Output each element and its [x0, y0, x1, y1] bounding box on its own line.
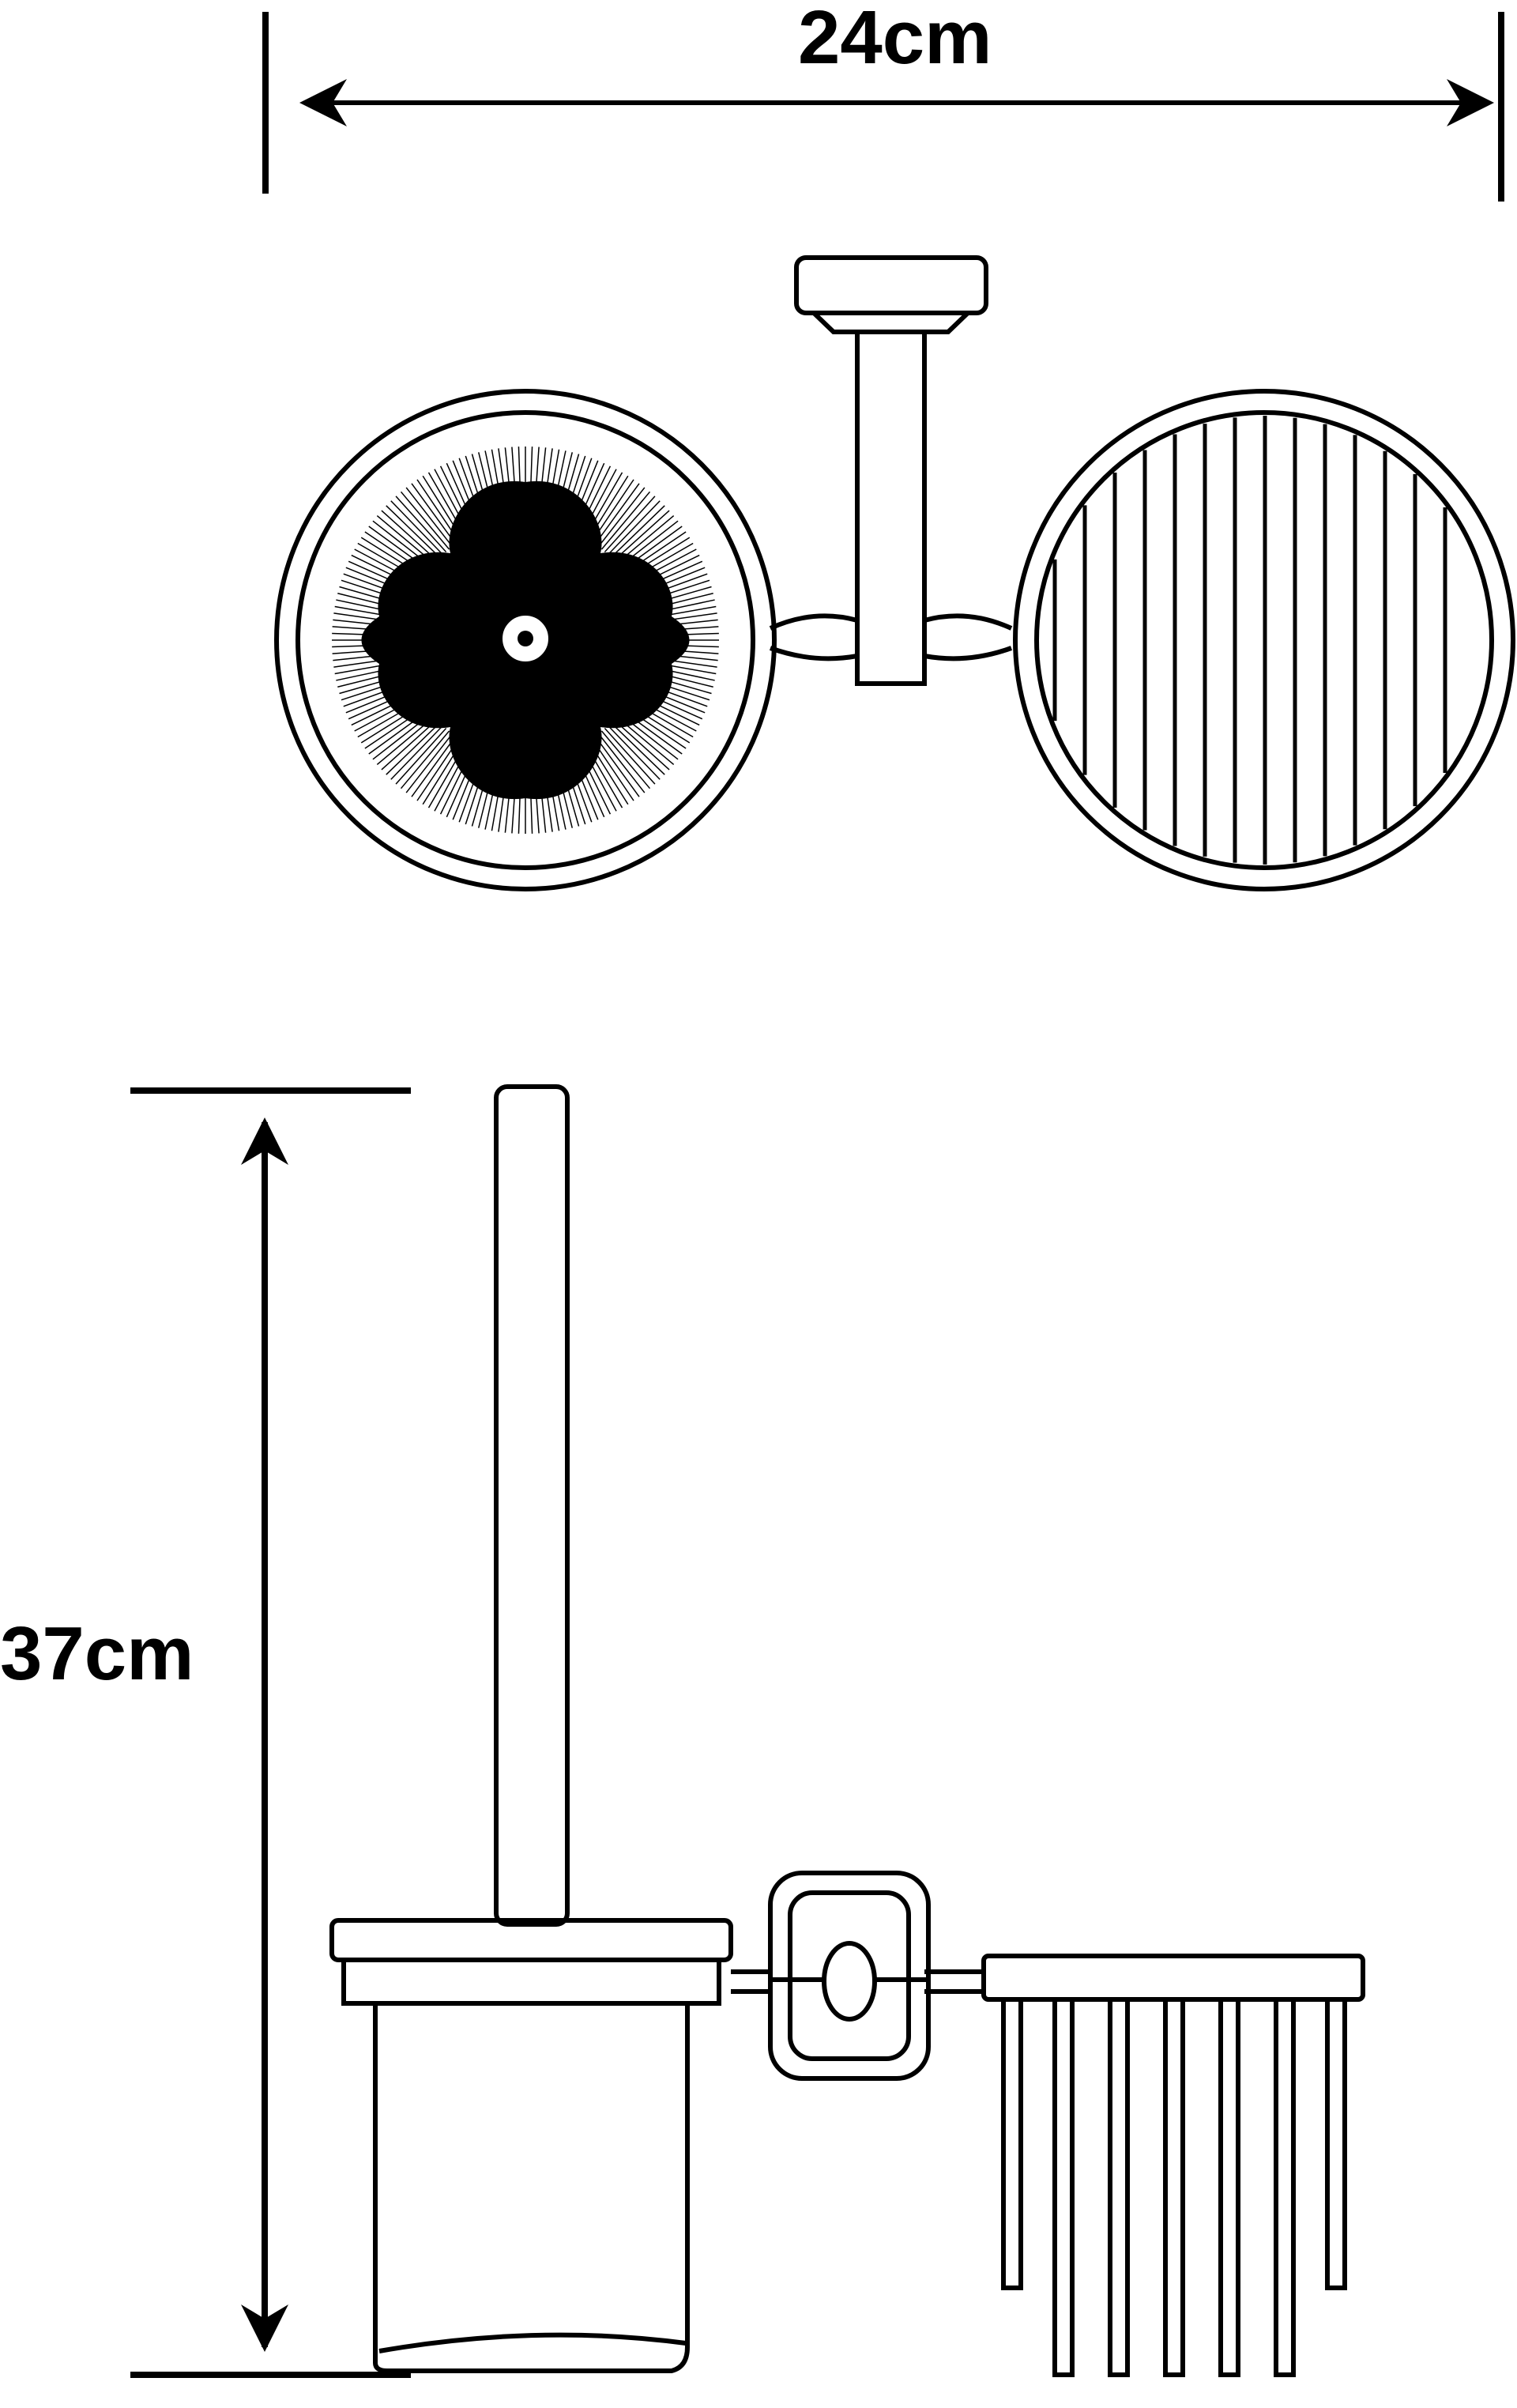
bristle-line — [610, 505, 665, 559]
right-arm — [924, 613, 1013, 661]
bristle-line — [405, 733, 454, 793]
bristle-line — [607, 500, 661, 556]
width-dimension-label: 24cm — [798, 0, 992, 80]
top-view — [274, 255, 1515, 891]
wall-plate-knob — [822, 1941, 877, 2022]
basket-wires-front-view — [1001, 1999, 1347, 2377]
bristle-line — [597, 733, 646, 793]
brush-center-dot — [518, 631, 533, 646]
bristle-line — [594, 483, 640, 545]
basket-hanging-wire — [1274, 1999, 1296, 2377]
wall-plate-front-outer — [768, 1871, 931, 2081]
basket-hanging-wire — [1108, 1999, 1130, 2377]
right-connector — [924, 1969, 984, 1994]
basket-outer-ring — [1013, 389, 1515, 891]
basket-hanging-wire — [1001, 1999, 1023, 2290]
bristle-line — [400, 491, 450, 550]
basket-hanging-wire — [1052, 1999, 1075, 2377]
left-arm — [769, 613, 858, 661]
bristle-line — [612, 510, 670, 562]
bristle-line — [390, 725, 444, 780]
brush-cup-outer-ring — [274, 389, 777, 891]
brush-cup-body — [373, 2003, 690, 2373]
wall-mount-base — [811, 311, 970, 334]
front-view — [329, 1084, 1365, 2377]
left-connector — [731, 1969, 770, 1994]
wall-plate-front-inner — [788, 1890, 911, 2061]
bristle-line — [610, 722, 665, 775]
bristle-line — [604, 727, 656, 785]
brush-cup-inner-ring — [295, 410, 755, 870]
basket-hanging-wire — [1163, 1999, 1185, 2377]
bristle-line — [600, 730, 651, 789]
cup-rim — [341, 1958, 721, 2006]
basket-hanging-wire — [1218, 1999, 1240, 2377]
bristle-line — [395, 727, 447, 785]
mount-post — [855, 330, 927, 686]
bristle-line — [381, 510, 439, 562]
basket-inner-ring — [1034, 410, 1494, 870]
bristle-line — [381, 718, 439, 771]
bristle-line — [411, 483, 457, 545]
basket-top-bar — [981, 1954, 1365, 2002]
width-dimension — [262, 12, 1504, 202]
wall-mount-plate — [794, 255, 988, 315]
bristle-line — [390, 500, 444, 556]
bristle-line — [405, 487, 454, 548]
bristle-line — [600, 491, 651, 550]
bristle-line — [395, 496, 447, 553]
bristle-line — [411, 735, 457, 797]
bristle-line — [400, 730, 450, 789]
cup-bottom-curve — [378, 2332, 687, 2353]
bristle-line — [607, 725, 661, 780]
brush-handle — [494, 1084, 570, 1927]
bristle-line — [612, 718, 670, 771]
basket-hanging-wire — [1325, 1999, 1347, 2290]
bristle-line — [594, 735, 640, 797]
height-dimension — [130, 1087, 411, 2378]
bristle-line — [386, 505, 441, 559]
bristle-line — [386, 722, 441, 775]
bristle-line — [597, 487, 646, 548]
bristle-line — [604, 496, 656, 553]
basket-wires-top-view — [1052, 416, 1447, 865]
height-dimension-label: 37cm — [0, 1611, 194, 1696]
